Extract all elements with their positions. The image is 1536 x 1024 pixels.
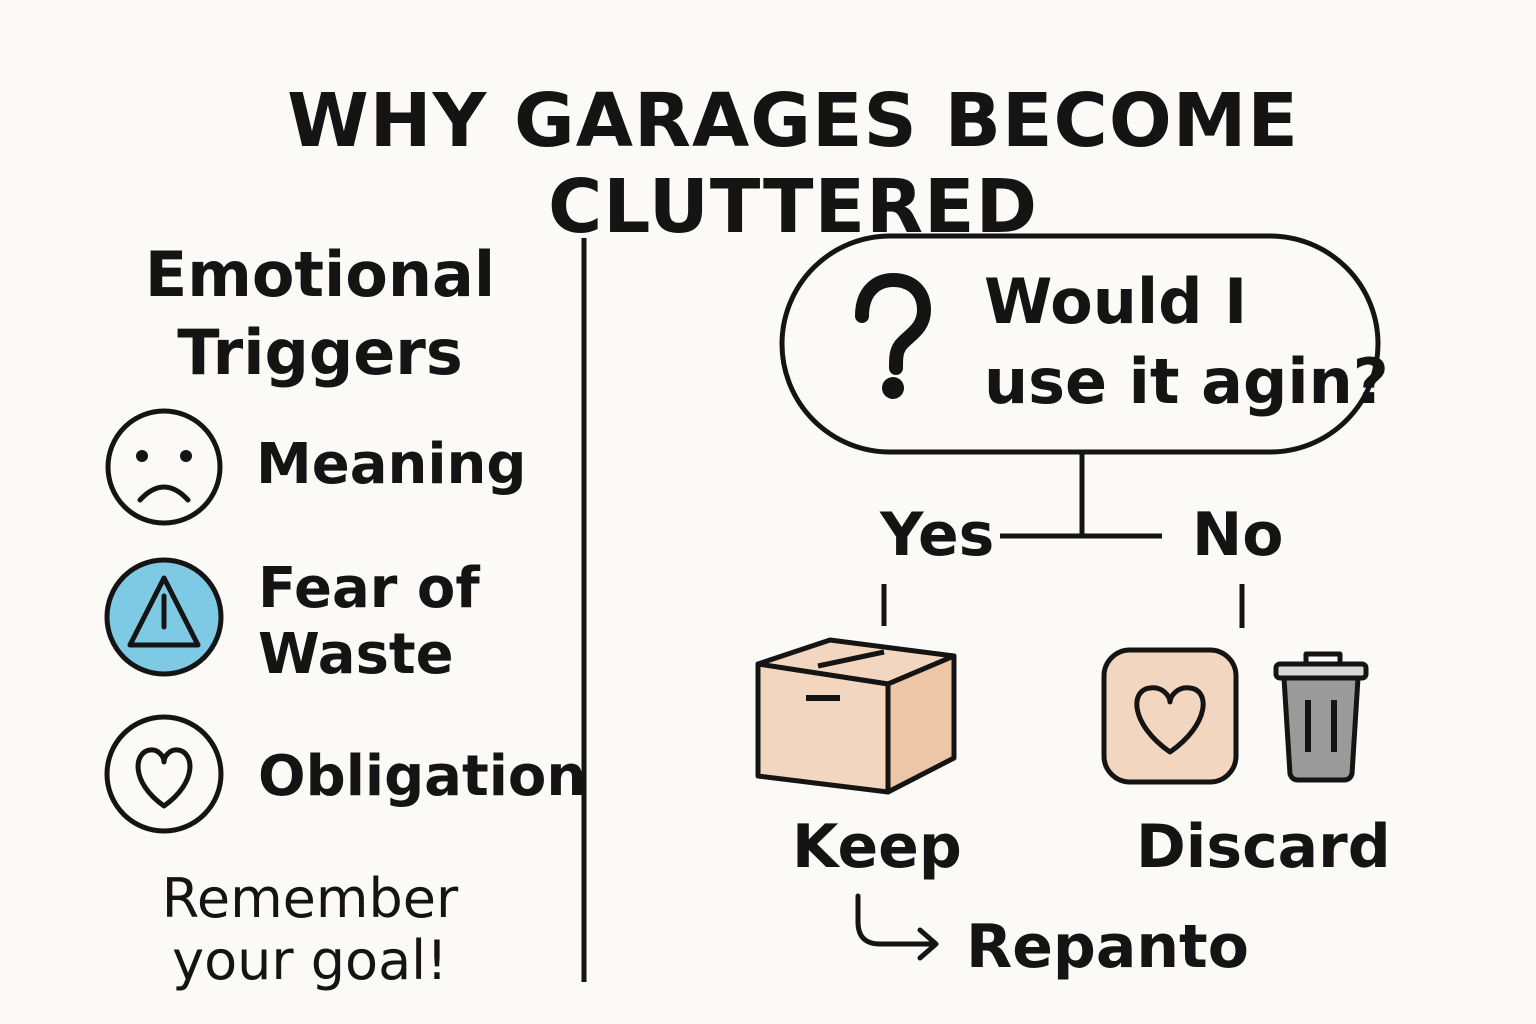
trash-can-icon — [1273, 651, 1369, 783]
question-mark-icon — [855, 272, 932, 399]
trigger-obligation-label: Obligation — [258, 744, 587, 809]
trigger-meaning-label: Meaning — [256, 432, 527, 497]
emotional-triggers-heading: Emotional Triggers — [100, 236, 540, 392]
sad-face-icon — [105, 408, 223, 526]
heart-icon — [104, 714, 224, 834]
warning-icon — [104, 557, 224, 677]
reminder-line-2: your goal! — [172, 929, 448, 992]
heart-icon — [1101, 647, 1239, 785]
keep-label: Keep — [792, 812, 962, 882]
discard-label: Discard — [1136, 812, 1391, 882]
trigger-fear-line-2: Waste — [258, 622, 454, 687]
question-text: Would I use it agin? — [984, 262, 1389, 422]
branch-connectors — [881, 452, 1245, 628]
page-title: WHY GARAGES BECOME CLUTTERED — [287, 78, 1299, 250]
trigger-fear-line-1: Fear of — [258, 556, 480, 621]
repanto-label: Repanto — [966, 912, 1249, 982]
no-label: No — [1192, 500, 1284, 570]
repanto-arrow-icon — [855, 893, 939, 961]
heading-line-2: Triggers — [177, 316, 463, 389]
heading-line-1: Emotional — [144, 238, 496, 311]
yes-label: Yes — [880, 500, 995, 570]
box-icon — [755, 637, 957, 795]
question-line-2: use it agin? — [984, 345, 1389, 418]
reminder-line-1: Remember — [161, 867, 459, 930]
trigger-fear-of-waste-label: Fear of Waste — [258, 556, 480, 688]
question-line-1: Would I — [984, 265, 1248, 338]
reminder-text: Remember your goal! — [110, 868, 510, 992]
